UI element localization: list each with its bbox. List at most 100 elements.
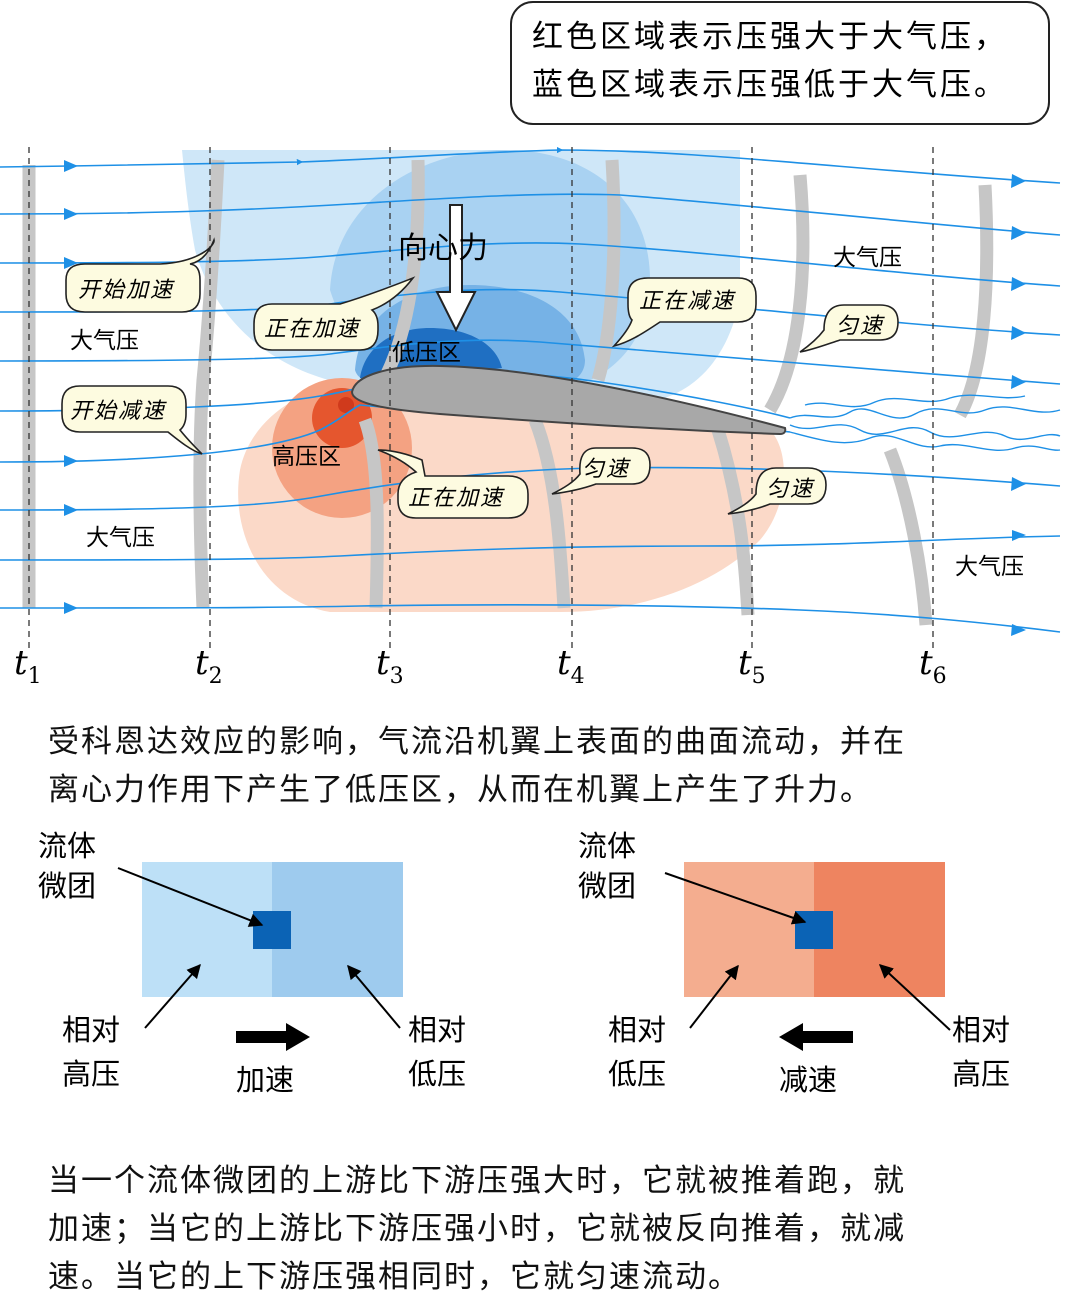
- streamline-arrow: [1011, 624, 1026, 636]
- upstream-label-line-1: 相对: [62, 1013, 120, 1047]
- parcel-panel-decel: 流体 微团 相对 低压 相对 高压 减速: [578, 829, 1010, 1097]
- atm-pressure-label-left-bottom: 大气压: [86, 525, 155, 551]
- streamline-arrow: [64, 160, 78, 172]
- parcel-band-t5-lower: [711, 428, 755, 616]
- wake-turbulence: [789, 394, 1061, 451]
- decel-arrow-icon: [779, 1023, 853, 1051]
- parcel-panel-accel: 流体 微团 相对 高压 相对 低压 加速: [38, 829, 466, 1097]
- parcel-label-line-2: 微团: [38, 869, 96, 903]
- centripetal-force-arrow: [435, 204, 477, 333]
- bubble-start-accel-text: 开始加速: [78, 278, 175, 303]
- bubble-accelerating-top-text: 正在加速: [264, 317, 361, 342]
- low-pressure-zone-label: 低压区: [392, 340, 461, 366]
- streamline-arrow: [1011, 226, 1026, 240]
- upstream-region: [684, 862, 814, 997]
- motion-label: 减速: [779, 1063, 837, 1097]
- downstream-label-line-2: 高压: [952, 1057, 1010, 1091]
- accel-arrow-icon: [236, 1023, 310, 1051]
- bubble-uniform-bottom-text: 匀速: [766, 477, 815, 502]
- time-label-t5: t5: [738, 643, 766, 689]
- upstream-label-line-2: 高压: [62, 1057, 120, 1091]
- upstream-label-line-2: 低压: [608, 1057, 666, 1091]
- bubble-uniform-top: 匀速: [799, 304, 899, 353]
- bubble-uniform-mid-text: 匀速: [582, 457, 631, 482]
- time-label-t3: t3: [376, 643, 404, 689]
- parcel-band-t6-upper: [954, 184, 994, 419]
- streamline-arrow: [64, 208, 78, 220]
- parcel-label-line-1: 流体: [38, 829, 96, 863]
- bubble-uniform-bottom: 匀速: [727, 467, 827, 515]
- caption-parcel-line-2: 加速；当它的上游比下游压强小时，它就被反向推着，就减: [48, 1211, 906, 1247]
- streamline-arrow: [1011, 174, 1026, 188]
- bubble-accelerating-bottom: 正在加速: [377, 449, 529, 519]
- wake-line: [804, 394, 1026, 408]
- bubble-decelerating-text: 正在减速: [639, 289, 736, 314]
- fluid-parcel: [795, 911, 833, 949]
- streamline-arrow: [1011, 375, 1026, 389]
- speech-bubbles: 开始加速 开始减速 正在加速 正在减速 匀速 正在加速 匀速: [61, 237, 899, 519]
- caption-coanda-line-1: 受科恩达效应的影响，气流沿机翼上表面的曲面流动，并在: [48, 724, 906, 760]
- downstream-region: [814, 862, 945, 997]
- streamline-arrow: [64, 257, 78, 269]
- caption-coanda-line-2: 离心力作用下产生了低压区，从而在机翼上产生了升力。: [48, 772, 873, 808]
- field-labels: 向心力 低压区 高压区 大气压 大气压 大气压 大气压: [70, 231, 1024, 580]
- atm-pressure-label-left-top: 大气压: [70, 328, 139, 354]
- bubble-start-decel-text: 开始减速: [70, 399, 167, 424]
- bubble-start-accel: 开始加速: [65, 237, 215, 313]
- downstream-pointer: [878, 964, 951, 1031]
- parcel-band-t4-upper: [591, 159, 621, 382]
- bubble-uniform-mid: 匀速: [551, 447, 651, 495]
- legend-note-line-1: 红色区域表示压强大于大气压，: [532, 19, 1008, 55]
- upstream-region: [142, 862, 272, 997]
- parcel-band-t3-lower: [358, 417, 384, 609]
- wake-line: [789, 406, 1061, 419]
- wake-line: [789, 424, 1061, 441]
- fluid-parcel: [253, 911, 291, 949]
- caption-parcel-line-1: 当一个流体微团的上游比下游压强大时，它就被推着跑，就: [48, 1163, 906, 1199]
- caption-coanda: 受科恩达效应的影响，气流沿机翼上表面的曲面流动，并在 离心力作用下产生了低压区，…: [48, 718, 906, 814]
- parcel-label-line-2: 微团: [578, 869, 636, 903]
- wake-line: [789, 431, 1061, 451]
- bubble-accelerating-bottom-text: 正在加速: [408, 486, 505, 511]
- time-label-t2: t2: [195, 643, 223, 689]
- streamline-arrows: [64, 160, 1026, 636]
- time-labels: t1 t2 t3 t4 t5 t6: [14, 643, 947, 689]
- downstream-pointer: [347, 964, 401, 1029]
- downstream-label-line-1: 相对: [952, 1013, 1010, 1047]
- time-label-t6: t6: [919, 643, 947, 689]
- parcel-pointer: [117, 867, 264, 927]
- streamline-arrow: [1011, 326, 1026, 340]
- downstream-label-line-2: 低压: [408, 1057, 466, 1091]
- parcel-band-t6-lower: [883, 447, 933, 626]
- parcel-band-t5-upper: [764, 174, 810, 414]
- centripetal-force-label: 向心力: [398, 231, 488, 266]
- parcel-pointer: [664, 872, 807, 925]
- streamline-arrow: [64, 504, 78, 516]
- bubble-uniform-top-text: 匀速: [836, 314, 885, 339]
- legend-note-line-2: 蓝色区域表示压强低于大气压。: [532, 67, 1008, 103]
- downstream-region: [272, 862, 403, 997]
- parcel-band-t4-lower: [528, 417, 571, 609]
- streamline: [0, 339, 1061, 385]
- streamline-arrow: [1012, 530, 1026, 541]
- atm-pressure-label-right-top: 大气压: [833, 245, 902, 271]
- streamline-arrow: [64, 455, 78, 467]
- bubble-start-decel: 开始减速: [61, 385, 203, 455]
- streamline-arrow: [1011, 277, 1026, 291]
- parcel-label-line-1: 流体: [578, 829, 636, 863]
- time-lines: [28, 147, 934, 650]
- bubble-accelerating-top: 正在加速: [253, 276, 416, 351]
- high-pressure-zone-label: 高压区: [272, 444, 341, 470]
- motion-label: 加速: [236, 1063, 294, 1097]
- downstream-label-line-1: 相对: [408, 1013, 466, 1047]
- streamline: [0, 193, 1061, 236]
- streamline-arrow: [64, 602, 78, 614]
- bubble-decelerating: 正在减速: [611, 277, 757, 348]
- upstream-pointer: [144, 963, 201, 1029]
- streamline: [0, 146, 1061, 184]
- legend-note: 红色区域表示压强大于大气压， 蓝色区域表示压强低于大气压。: [510, 1, 1050, 125]
- high-pressure-field-3: [312, 388, 372, 448]
- streamline: [0, 604, 1061, 633]
- streamline-arrow: [1011, 477, 1026, 491]
